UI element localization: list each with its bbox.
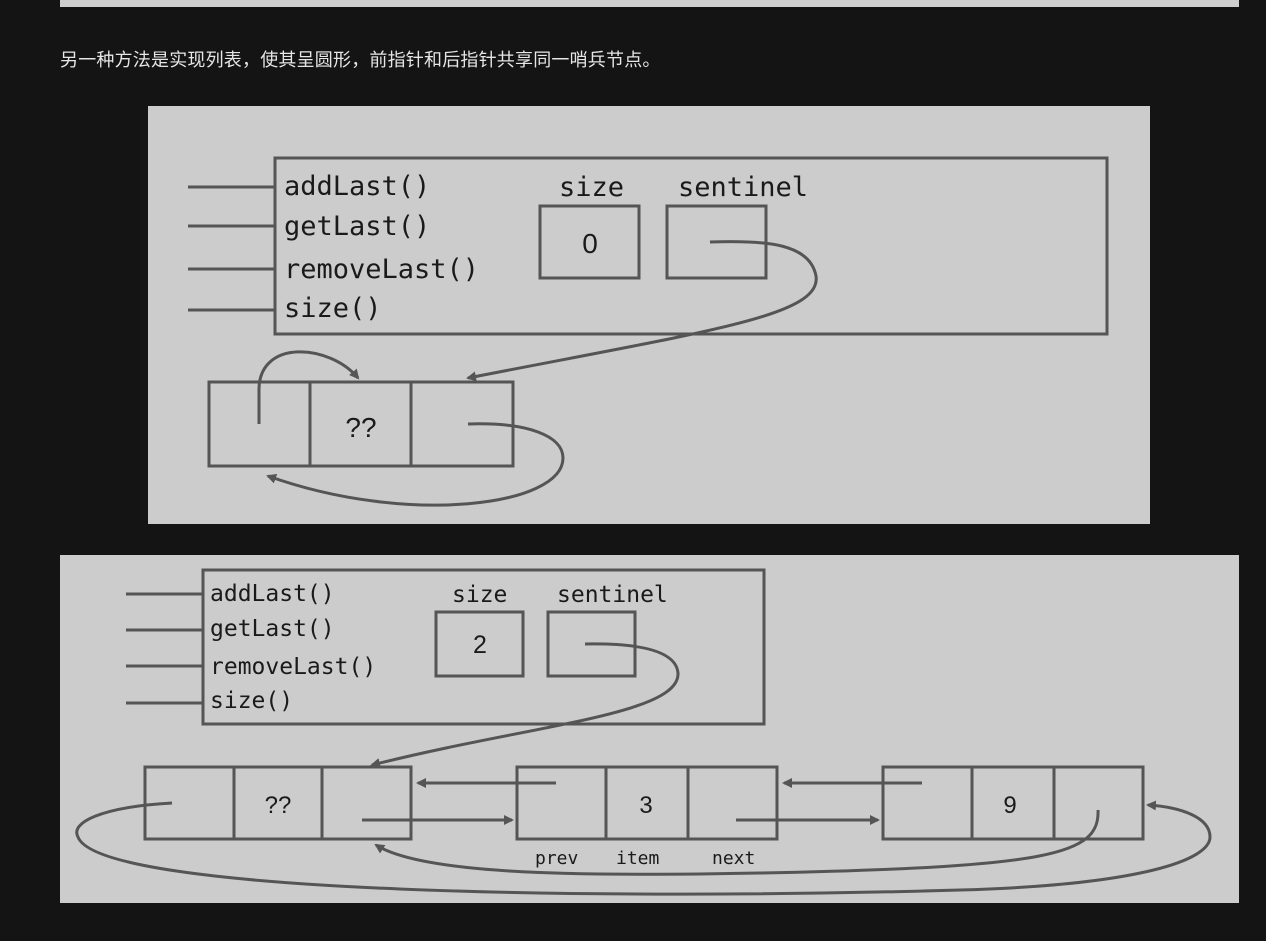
size-value: 2: [473, 631, 487, 659]
next-self-loop-arrow: [266, 422, 565, 507]
method-removelast: removeLast(): [284, 254, 479, 285]
method-getlast: getLast(): [210, 616, 335, 642]
deque-object-box: [201, 568, 766, 726]
size-box: [434, 610, 525, 678]
previous-figure-edge: [60, 0, 1239, 7]
sentinel-box: [546, 610, 637, 678]
node-item-value: 3: [639, 792, 652, 819]
method-size: size(): [284, 293, 382, 324]
field-label-prev: prev: [535, 848, 578, 869]
diagram-two-item-circular-list: addLast() getLast() removeLast() size() …: [60, 555, 1239, 903]
node-item-value: ??: [345, 412, 376, 443]
prev-self-loop-arrow: [257, 350, 360, 424]
diagram-empty-circular-list: addLast() getLast() removeLast() size() …: [148, 106, 1150, 524]
size-label: size: [452, 582, 507, 608]
method-removelast: removeLast(): [210, 654, 376, 680]
sentinel-pointer-arrow: [370, 642, 680, 768]
sentinel-label: sentinel: [678, 172, 808, 203]
sentinel-node-box: [207, 380, 515, 468]
method-addlast: addLast(): [210, 581, 335, 607]
node-item-value: ??: [265, 792, 292, 819]
description-paragraph: 另一种方法是实现列表，使其呈圆形，前指针和后指针共享同一哨兵节点。: [60, 50, 661, 71]
last-next-to-sentinel-arrow: [374, 809, 1100, 876]
node-box-9: [881, 765, 1145, 841]
method-getlast: getLast(): [284, 211, 430, 242]
method-size: size(): [210, 688, 293, 714]
field-label-item: item: [616, 848, 659, 869]
method-addlast: addLast(): [284, 171, 430, 202]
size-value: 0: [582, 228, 598, 259]
sentinel-prev-to-last-arrow: [75, 800, 1212, 896]
size-label: size: [559, 172, 624, 203]
node-item-value: 9: [1003, 792, 1016, 819]
size-box: [538, 204, 641, 280]
node-box-3: [515, 765, 779, 841]
sentinel-pointer-arrow: [466, 240, 818, 382]
sentinel-node-box: [143, 765, 413, 841]
sentinel-label: sentinel: [557, 582, 668, 608]
field-label-next: next: [712, 848, 755, 869]
